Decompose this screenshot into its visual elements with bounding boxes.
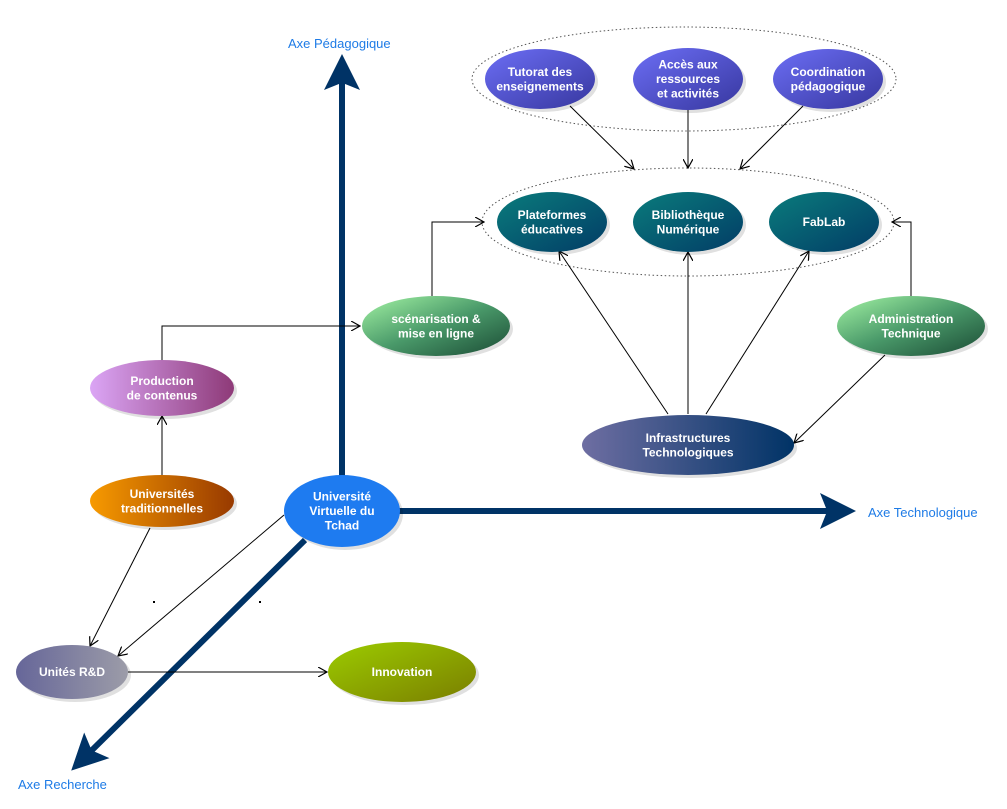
node-label: Infrastructures bbox=[646, 431, 731, 445]
connector-scenarisation-platforms bbox=[431, 222, 484, 296]
node-ellipse bbox=[769, 192, 879, 252]
node-label: Technique bbox=[881, 326, 940, 340]
node-label: Administration bbox=[869, 312, 954, 326]
node-label: Université bbox=[313, 490, 371, 504]
node-label: Plateformes bbox=[518, 208, 587, 222]
node-ellipse bbox=[90, 360, 234, 416]
node-label: Tutorat des bbox=[508, 65, 573, 79]
node-label: mise en ligne bbox=[398, 326, 474, 340]
connector-infra-plateformes bbox=[559, 251, 669, 415]
node-label: Accès aux bbox=[658, 58, 718, 72]
node-label: éducatives bbox=[521, 222, 583, 236]
connector-uvt-unites bbox=[118, 514, 285, 656]
node-unites: Unités R&D bbox=[16, 645, 131, 702]
node-label: pédagogique bbox=[791, 79, 866, 93]
axis-technologique-label: Axe Technologique bbox=[868, 505, 978, 520]
connector-coordination bbox=[740, 105, 804, 169]
node-label: ressources bbox=[656, 72, 720, 86]
node-ellipse bbox=[328, 642, 476, 702]
node-label: Innovation bbox=[372, 665, 433, 679]
node-label: scénarisation & bbox=[391, 312, 481, 326]
node-label: de contenus bbox=[127, 388, 198, 402]
node-label: Unités R&D bbox=[39, 665, 105, 679]
node-label: Tchad bbox=[325, 519, 359, 533]
axis-recherche bbox=[71, 537, 308, 771]
node-ellipse bbox=[582, 415, 794, 475]
connector-admin-infra bbox=[794, 354, 886, 443]
node-label: Production bbox=[130, 374, 193, 388]
node-label: Coordination bbox=[791, 65, 866, 79]
node-ellipse bbox=[633, 48, 743, 110]
node-label: traditionnelles bbox=[121, 501, 203, 515]
node-ellipse bbox=[837, 296, 985, 356]
node-label: Numérique bbox=[657, 222, 720, 236]
node-label: enseignements bbox=[496, 79, 584, 93]
node-scenarisation: scénarisation &mise en ligne bbox=[362, 296, 513, 359]
axis-pedagogique-label: Axe Pédagogique bbox=[288, 36, 391, 51]
node-label: Technologiques bbox=[642, 445, 733, 459]
node-ellipse bbox=[633, 192, 743, 252]
pedagogy-group-outline bbox=[471, 26, 897, 132]
node-label: FabLab bbox=[803, 215, 846, 229]
node-ellipse bbox=[485, 49, 595, 109]
node-label: et activités bbox=[657, 87, 719, 101]
node-ellipse bbox=[497, 192, 607, 252]
node-ellipse bbox=[16, 645, 128, 699]
stray-dot bbox=[153, 601, 155, 603]
connector-production-scenarisation bbox=[161, 326, 360, 360]
node-innovation: Innovation bbox=[328, 642, 479, 705]
node-ellipse bbox=[284, 475, 400, 547]
connector-admin-platforms bbox=[892, 222, 912, 296]
node-ellipse bbox=[90, 475, 234, 527]
connector-infra-fablab bbox=[705, 251, 809, 415]
node-ellipse bbox=[362, 296, 510, 356]
node-label: Virtuelle du bbox=[309, 504, 374, 518]
stray-dot bbox=[259, 601, 261, 603]
node-ellipse bbox=[773, 49, 883, 109]
connector-tutorat bbox=[569, 105, 634, 169]
node-label: Bibliothèque bbox=[652, 208, 725, 222]
node-label: Universités bbox=[130, 487, 195, 501]
connector-universites-unites bbox=[90, 527, 151, 646]
node-fablab: FabLab bbox=[769, 192, 882, 255]
axis-recherche-label: Axe Recherche bbox=[18, 777, 107, 792]
